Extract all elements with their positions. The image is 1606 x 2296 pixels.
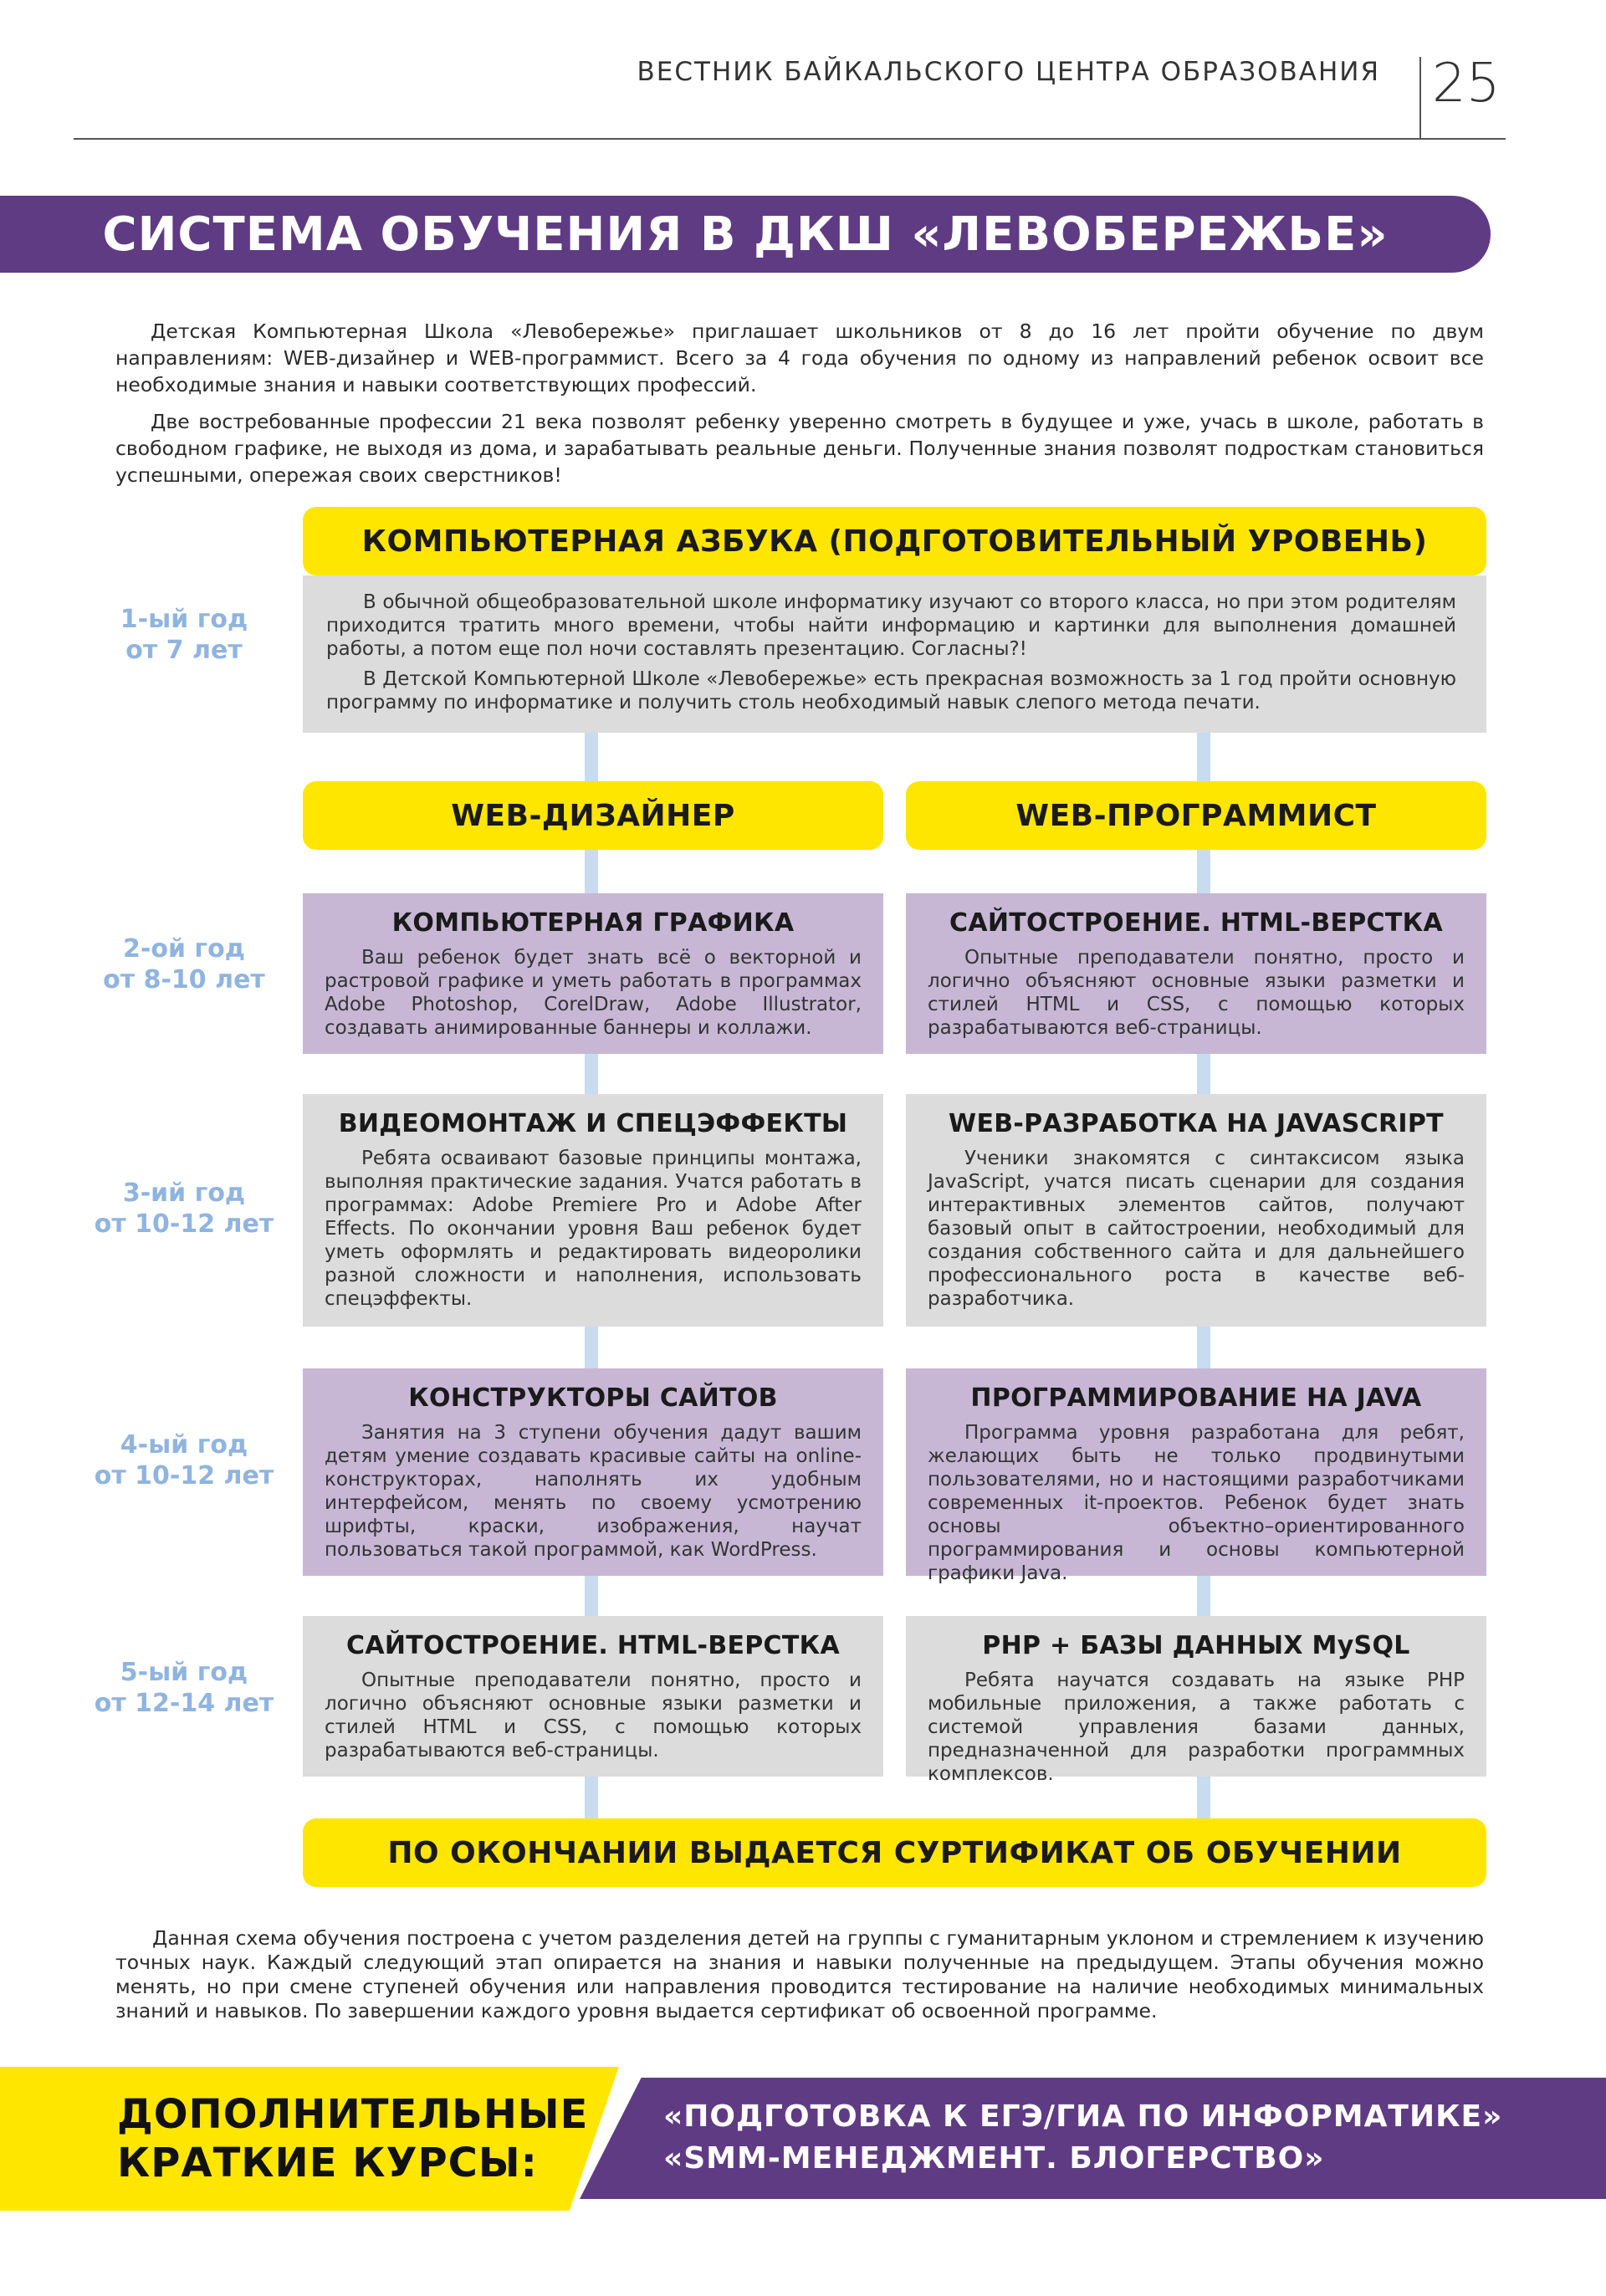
box-title: САЙТОСТРОЕНИЕ. HTML-ВЕРСТКА [949,908,1443,938]
box-title: ВИДЕОМОНТАЖ И СПЕЦЭФФЕКТЫ [338,1109,848,1138]
box-text: Программа уровня разработана для ребят, … [928,1422,1465,1584]
programmer-box: ПРОГРАММИРОВАНИЕ НА JAVA Программа уровн… [906,1368,1486,1584]
box-title: ПРОГРАММИРОВАНИЕ НА JAVA [970,1383,1422,1413]
year-label: 2-ой год от 8-10 лет [103,934,265,995]
designer-box: КОНСТРУКТОРЫ САЙТОВ Занятия на 3 ступени… [303,1368,883,1576]
extra-courses-list-block: «ПОДГОТОВКА К ЕГЭ/ГИА ПО ИНФОРМАТИКЕ» «S… [580,2078,1606,2199]
box-text: Занятия на 3 ступени обучения дадут ваши… [325,1422,862,1561]
box-title: САЙТОСТРОЕНИЕ. HTML-ВЕРСТКА [346,1631,840,1660]
box-text: Ребята научатся создавать на языке PHP м… [928,1670,1465,1785]
extra-courses-label-block: ДОПОЛНИТЕЛЬНЫЕ КРАТКИЕ КУРСЫ: [0,2067,619,2211]
box-text: Опытные преподаватели понятно, просто и … [928,947,1465,1039]
certificate-bar: ПО ОКОНЧАНИИ ВЫДАЕТСЯ СУРТИФИКАТ ОБ ОБУЧ… [303,1818,1486,1887]
year-label: 4-ый год от 10-12 лет [94,1430,274,1491]
designer-box: КОМПЬЮТЕРНАЯ ГРАФИКА Ваш ребенок будет з… [303,893,883,1054]
intro-text: Детская Компьютерная Школа «Левобережье»… [115,318,1484,499]
box-text: Ученики знакомятся с синтаксисом языка J… [928,1148,1465,1310]
extra-course-item: «ПОДГОТОВКА К ЕГЭ/ГИА ПО ИНФОРМАТИКЕ» [663,2099,1503,2134]
prep-paragraph: В Детской Компьютерной Школе «Левобережь… [326,668,1456,713]
page-title: СИСТЕМА ОБУЧЕНИЯ В ДКШ «ЛЕВОБЕРЕЖЬЕ» [102,207,1389,262]
extra-courses-label: КРАТКИЕ КУРСЫ: [117,2140,538,2186]
outro-text: Данная схема обучения построена с учетом… [115,1926,1484,2022]
intro-paragraph: Детская Компьютерная Школа «Левобережье»… [115,320,1484,396]
prep-title-bar: КОМПЬЮТЕРНАЯ АЗБУКА (ПОДГОТОВИТЕЛЬНЫЙ УР… [303,507,1486,575]
header-divider [1419,57,1421,139]
track-designer-bar: WEB-ДИЗАЙНЕР [303,781,883,850]
track-programmer-bar: WEB-ПРОГРАММИСТ [906,781,1486,850]
programmer-box: САЙТОСТРОЕНИЕ. HTML-ВЕРСТКА Опытные преп… [906,893,1486,1054]
intro-paragraph: Две востребованные профессии 21 века поз… [115,410,1484,487]
header-rule [74,138,1506,140]
year-label: 3-ий год от 10-12 лет [94,1179,274,1239]
designer-box: САЙТОСТРОЕНИЕ. HTML-ВЕРСТКА Опытные преп… [303,1616,883,1777]
programmer-box: PHP + БАЗЫ ДАННЫХ MySQL Ребята научатся … [906,1616,1486,1785]
page-number: 25 [1432,53,1501,115]
extra-courses-label: ДОПОЛНИТЕЛЬНЫЕ [117,2091,589,2138]
prep-paragraph: В обычной общеобразовательной школе инфо… [326,591,1456,660]
year-label: 1-ый год от 7 лет [120,605,248,665]
year-label: 5-ый год от 12-14 лет [94,1658,274,1718]
box-title: PHP + БАЗЫ ДАННЫХ MySQL [982,1631,1410,1660]
designer-box: ВИДЕОМОНТАЖ И СПЕЦЭФФЕКТЫ Ребята осваива… [303,1094,883,1327]
box-title: КОМПЬЮТЕРНАЯ ГРАФИКА [391,908,795,938]
box-title: КОНСТРУКТОРЫ САЙТОВ [408,1383,778,1413]
box-text: Ребята осваивают базовые принципы монтаж… [325,1148,862,1310]
extra-course-item: «SMM-МЕНЕДЖМЕНТ. БЛОГЕРСТВО» [663,2141,1325,2176]
title-banner: СИСТЕМА ОБУЧЕНИЯ В ДКШ «ЛЕВОБЕРЕЖЬЕ» [0,196,1491,273]
journal-title: ВЕСТНИК БАЙКАЛЬСКОГО ЦЕНТРА ОБРАЗОВАНИЯ [637,57,1380,87]
box-title: WEB-РАЗРАБОТКА НА JAVASCRIPT [949,1109,1444,1138]
box-text: Ваш ребенок будет знать всё о векторной … [325,947,862,1039]
prep-box: В обычной общеобразовательной школе инфо… [303,575,1486,733]
box-text: Опытные преподаватели понятно, просто и … [325,1670,862,1762]
programmer-box: WEB-РАЗРАБОТКА НА JAVASCRIPT Ученики зна… [906,1094,1486,1327]
